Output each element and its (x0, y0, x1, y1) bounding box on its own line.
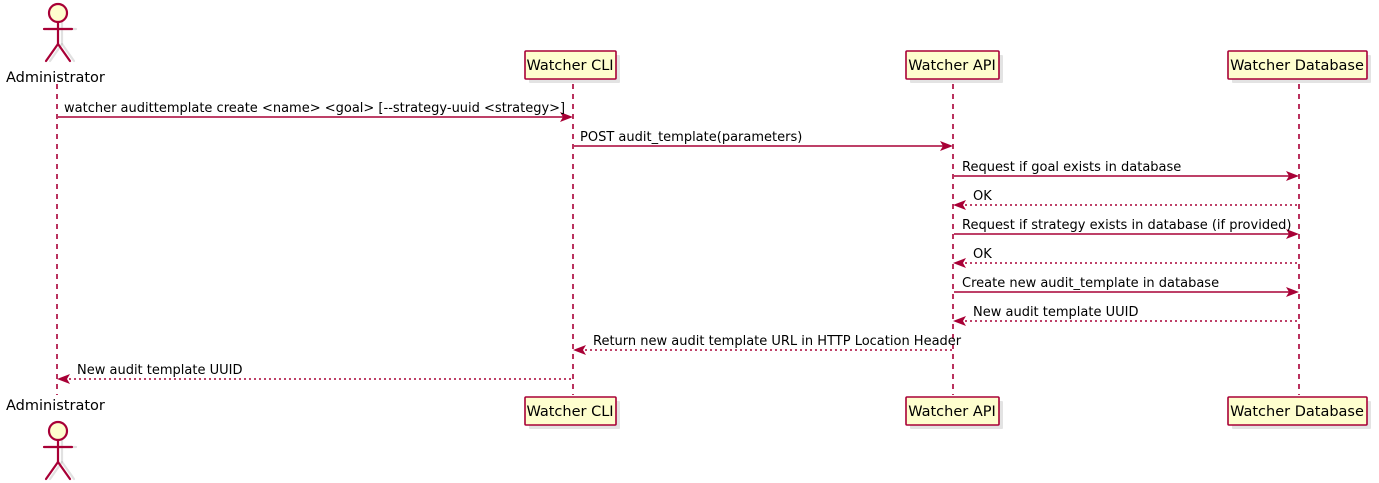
participant-watcher-database-bottom[interactable]: Watcher Database (1227, 396, 1371, 429)
message-3[interactable]: Request if goal exists in database (954, 160, 1299, 181)
actor-administrator-top[interactable]: Administrator (6, 2, 105, 86)
arrowhead-right-icon (940, 141, 953, 151)
participant-label-watcher-database-top: Watcher Database (1230, 58, 1364, 74)
message-label-1: watcher audittemplate create <name> <goa… (64, 101, 565, 116)
message-2[interactable]: POST audit_template(parameters) (574, 130, 953, 151)
participant-box[interactable] (905, 50, 1000, 80)
arrowhead-left-icon (953, 316, 966, 326)
participant-box[interactable] (524, 50, 617, 80)
participant-watcher-cli-top[interactable]: Watcher CLI (524, 50, 620, 83)
arrowhead-left-icon (573, 345, 586, 355)
message-label-8: New audit template UUID (973, 305, 1138, 320)
message-label-3: Request if goal exists in database (962, 160, 1181, 175)
message-6[interactable]: OK (953, 247, 1298, 268)
participant-watcher-cli-bottom[interactable]: Watcher CLI (524, 396, 620, 429)
message-label-9: Return new audit template URL in HTTP Lo… (593, 334, 962, 349)
arrowhead-right-icon (1286, 229, 1299, 239)
message-label-2: POST audit_template(parameters) (580, 130, 802, 145)
arrowhead-left-icon (953, 258, 966, 268)
participant-label-watcher-api-bottom: Watcher API (908, 404, 996, 420)
actor-label-administrator-bottom: Administrator (6, 398, 105, 414)
participant-watcher-api-top[interactable]: Watcher API (905, 50, 1003, 83)
participant-label-watcher-database-bottom: Watcher Database (1230, 404, 1364, 420)
actor-icon (42, 420, 74, 481)
participant-label-watcher-cli-bottom: Watcher CLI (526, 404, 613, 420)
message-label-10: New audit template UUID (77, 363, 242, 378)
message-1[interactable]: watcher audittemplate create <name> <goa… (58, 101, 573, 122)
participant-watcher-api-bottom[interactable]: Watcher API (905, 396, 1003, 429)
message-10[interactable]: New audit template UUID (57, 363, 572, 384)
participant-label-watcher-api-top: Watcher API (908, 58, 996, 74)
actor-head-icon (47, 2, 69, 24)
participant-box[interactable] (524, 396, 617, 426)
arrowhead-left-icon (953, 200, 966, 210)
message-label-5: Request if strategy exists in database (… (962, 218, 1291, 233)
participant-box[interactable] (1227, 396, 1368, 426)
message-label-7: Create new audit_template in database (962, 276, 1219, 291)
actor-icon (42, 2, 74, 63)
message-7[interactable]: Create new audit_template in database (954, 276, 1299, 297)
message-5[interactable]: Request if strategy exists in database (… (954, 218, 1299, 239)
message-label-6: OK (973, 247, 992, 262)
actor-icon-shadow (46, 20, 78, 63)
message-9[interactable]: Return new audit template URL in HTTP Lo… (573, 334, 962, 355)
arrowhead-right-icon (1286, 171, 1299, 181)
arrowhead-right-icon (560, 112, 573, 122)
message-4[interactable]: OK (953, 189, 1298, 210)
actor-administrator-bottom[interactable]: Administrator (6, 398, 105, 481)
actor-label-administrator-top: Administrator (6, 70, 105, 86)
participant-label-watcher-cli-top: Watcher CLI (526, 58, 613, 74)
arrowhead-left-icon (57, 374, 70, 384)
arrowhead-right-icon (1286, 287, 1299, 297)
participant-watcher-database-top[interactable]: Watcher Database (1227, 50, 1371, 83)
actor-icon-shadow (46, 438, 78, 481)
actor-head-icon (47, 420, 69, 442)
lifelines (56, 84, 1300, 395)
participant-box[interactable] (905, 396, 1000, 426)
participant-box[interactable] (1227, 50, 1368, 80)
message-8[interactable]: New audit template UUID (953, 305, 1298, 326)
message-label-4: OK (973, 189, 992, 204)
